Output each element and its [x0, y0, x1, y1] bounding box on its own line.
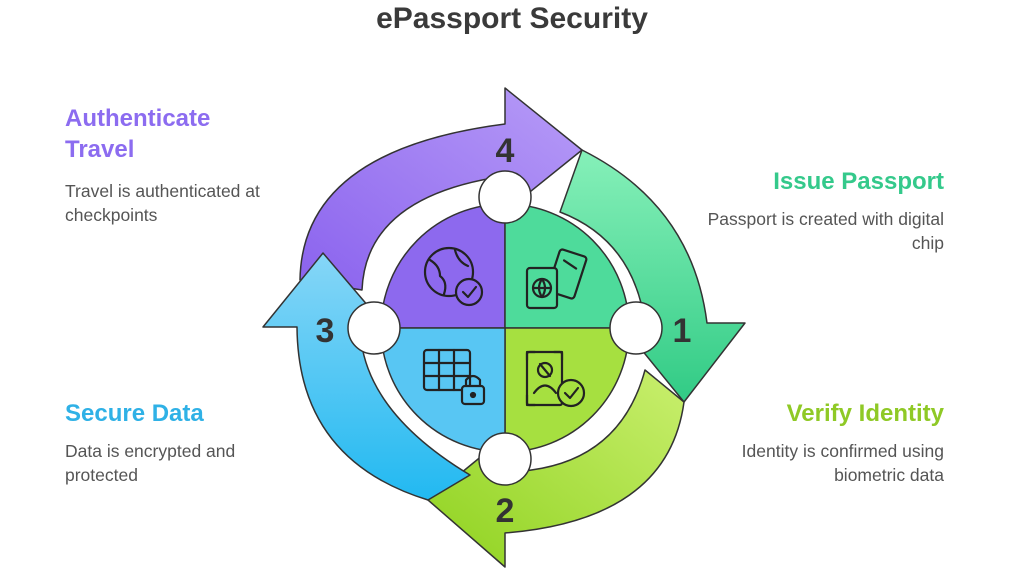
globe-check-icon [423, 246, 484, 307]
step-description: Travel is authenticated at checkpoints [65, 181, 260, 225]
step-verify-identity: Verify Identity Identity is confirmed us… [684, 398, 944, 487]
step-secure-data: Secure Data Data is encrypted and protec… [65, 398, 285, 487]
step-description: Identity is confirmed using biometric da… [741, 441, 944, 485]
inner-notch-right [609, 301, 663, 355]
step-number-1: 1 [673, 312, 692, 350]
step-description: Passport is created with digital chip [707, 209, 944, 253]
step-description: Data is encrypted and protected [65, 441, 236, 485]
diagram-title: ePassport Security [376, 2, 648, 35]
step-authenticate-travel: Authenticate Travel Travel is authentica… [65, 103, 285, 227]
step-number-4: 4 [496, 132, 515, 170]
step-title: Secure Data [65, 400, 204, 427]
passport-ticket-icon [525, 248, 588, 310]
ring-arrow-1 [559, 149, 746, 403]
inner-notch-bottom [478, 432, 532, 486]
step-number-2: 2 [496, 492, 515, 530]
inner-notch-left [347, 301, 401, 355]
step-title: Verify Identity [786, 400, 944, 427]
ring-arrow-4 [299, 87, 583, 291]
step-title: Authenticate Travel [65, 105, 211, 163]
step-number-3: 3 [316, 312, 335, 350]
step-title: Issue Passport [773, 168, 944, 195]
ring-arrow-3 [262, 252, 471, 501]
step-issue-passport: Issue Passport Passport is created with … [684, 166, 944, 255]
inner-quadrant-4 [380, 203, 506, 329]
face-scan-check-icon [525, 350, 586, 408]
ring-arrow-2 [427, 369, 685, 568]
table-lock-icon [422, 348, 486, 406]
inner-notch-top [478, 170, 532, 224]
